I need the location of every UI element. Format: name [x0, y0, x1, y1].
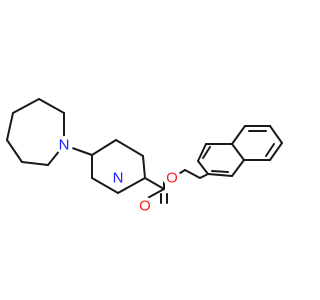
atom-labels: N N O O: [55, 136, 181, 215]
azepane-ring: [6, 98, 65, 166]
molecule-structure: N N O O: [6, 98, 283, 215]
piperidine-nitrogen-label: N: [109, 169, 127, 187]
atom-o-carbonyl: O: [139, 198, 151, 215]
carbonyl-oxygen-label: O: [136, 197, 154, 215]
naphthalene-ring: [197, 125, 283, 177]
atom-o-ether: O: [166, 170, 178, 187]
atom-n-azepane: N: [59, 137, 70, 154]
azepane-nitrogen-label: N: [55, 136, 73, 154]
acyl-linker: [143, 169, 209, 204]
atom-n-piperidine: N: [113, 170, 124, 187]
ether-oxygen-label: O: [163, 169, 181, 187]
piperidine-ring: [91, 139, 146, 194]
